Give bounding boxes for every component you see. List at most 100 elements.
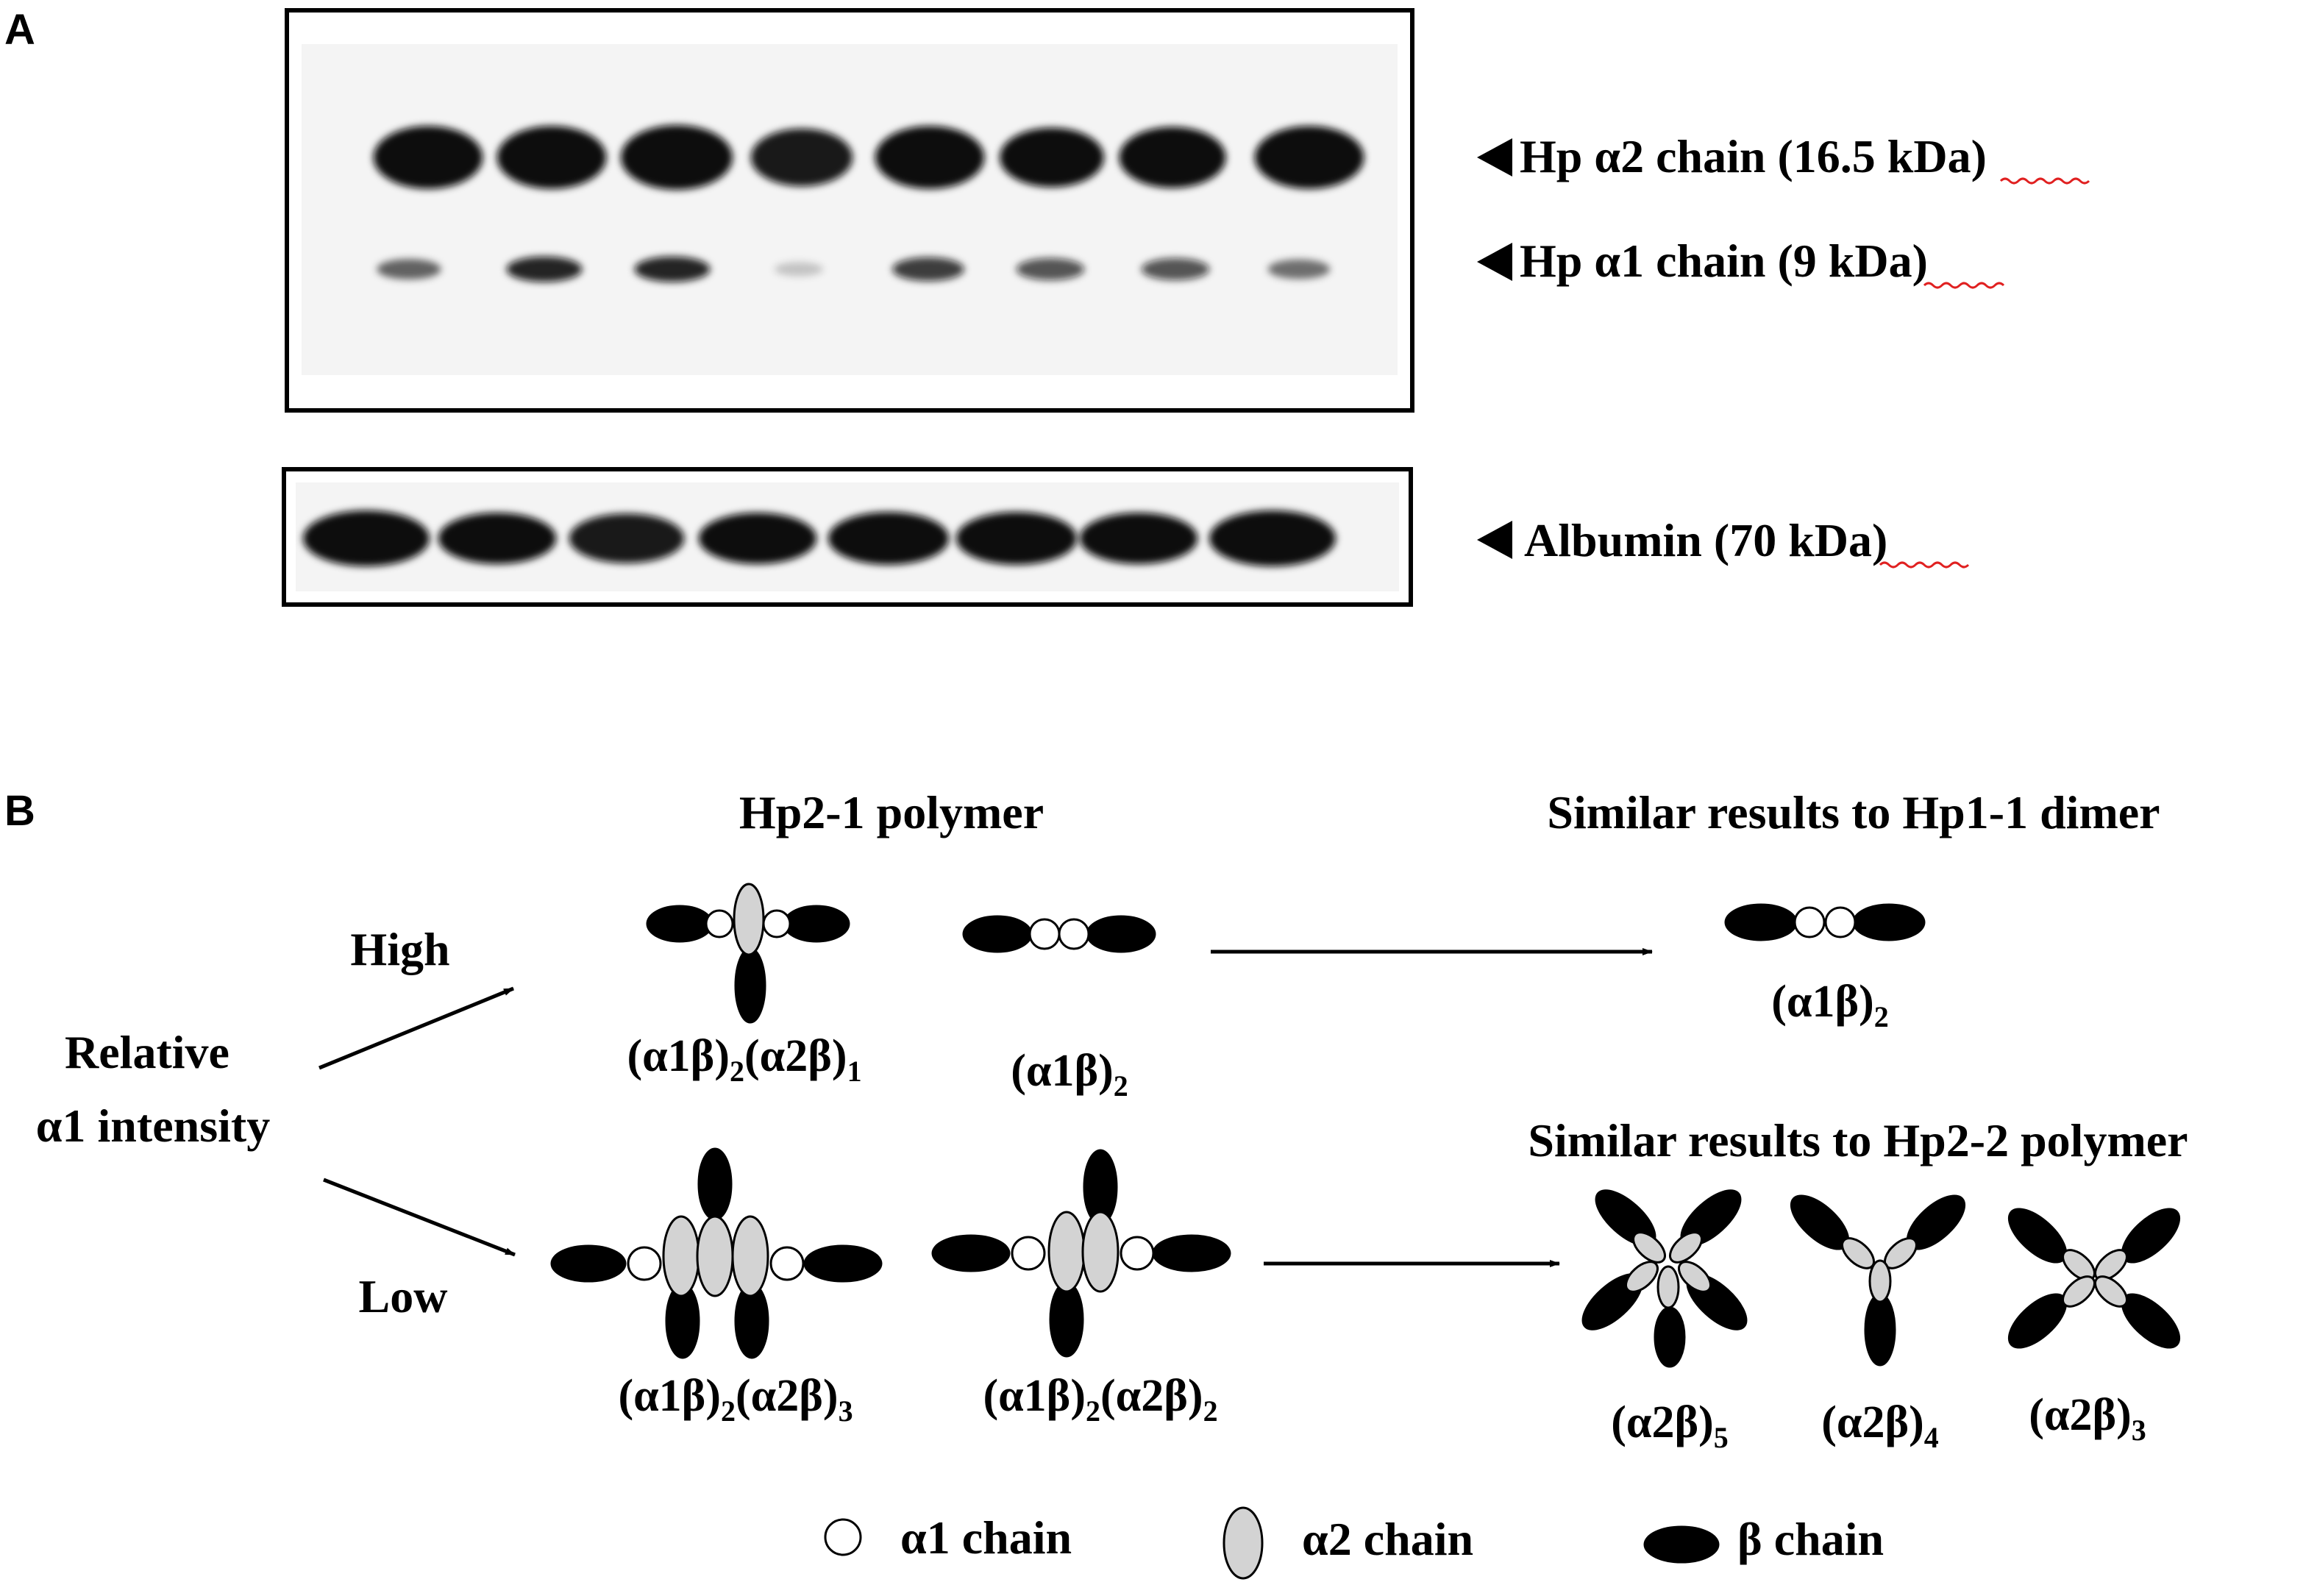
alpha2-band-4 <box>750 128 853 187</box>
alpha2-chain-icon <box>1678 1261 1712 1293</box>
albumin-band-8 <box>1209 510 1336 566</box>
alpha2-chain-icon <box>1625 1261 1659 1293</box>
alpha1-chain-icon <box>762 909 791 938</box>
beta-chain-icon <box>1152 1234 1231 1272</box>
alpha1-band-row <box>377 256 1331 282</box>
spellcheck-squiggle <box>1999 177 2090 185</box>
alpha1-chain-icon <box>705 909 734 938</box>
alpha2-band-6 <box>1000 127 1104 188</box>
hp-blot-membrane <box>302 44 1398 375</box>
molecule-a1b2-a2b1 <box>646 883 850 1024</box>
alpha2-band-3 <box>621 125 733 190</box>
molecule-a2b4 <box>1790 1194 1966 1367</box>
alpha1-chain-icon <box>1028 918 1061 950</box>
molecule-hp11-dimer <box>1724 903 1926 941</box>
formula-a1b2: (α1β)2 <box>1011 1046 1128 1102</box>
albumin-band-1 <box>303 510 430 566</box>
alpha1-chain-icon <box>627 1246 662 1281</box>
relative-label-line1: Relative <box>65 1026 229 1078</box>
alpha2-chain-icon <box>1047 1211 1086 1293</box>
panel-a-letter: A <box>4 6 35 54</box>
beta-chain-icon <box>734 947 766 1024</box>
spellcheck-squiggle <box>1923 282 2005 289</box>
molecule-a2b5 <box>1581 1189 1748 1368</box>
low-label: Low <box>359 1270 448 1322</box>
beta-chain-icon <box>1724 903 1798 941</box>
formula-a1b2-a2b3: (α1β)2(α2β)3 <box>618 1371 853 1428</box>
alpha1-band-3 <box>634 256 711 282</box>
alpha2-chain-icon <box>1868 1259 1892 1303</box>
albumin-label-text: Albumin (70 kDa) <box>1524 514 1887 566</box>
albumin-band-7 <box>1079 513 1198 564</box>
alpha2-band-8 <box>1254 126 1364 189</box>
formula-a2b4: (α2β)4 <box>1821 1397 1939 1454</box>
relative-label-line2: α1 intensity <box>36 1100 270 1152</box>
alpha1-chain-icon <box>1011 1236 1046 1271</box>
spellcheck-squiggle <box>1879 561 1970 569</box>
alpha2-chain-icon <box>1632 1231 1666 1264</box>
alpha1-band-8 <box>1267 259 1331 279</box>
alpha1-band-1 <box>377 259 441 279</box>
beta-chain-icon <box>931 1234 1011 1272</box>
beta-chain-icon <box>1086 915 1156 953</box>
alpha2-chain-icon <box>662 1215 700 1297</box>
alpha2-band-row <box>373 125 1364 190</box>
alpha2-chain-icon <box>733 883 765 956</box>
legend-beta-label: β chain <box>1737 1513 1884 1565</box>
low-arrow <box>323 1178 516 1257</box>
albumin-blot <box>282 467 1413 607</box>
alpha1-label: Hp α1 chain (9 kDa) <box>1477 235 1928 287</box>
beta-chain-icon <box>1049 1281 1084 1358</box>
alpha2-chain-icon <box>1081 1211 1120 1293</box>
alpha1-pointer-icon <box>1477 243 1512 281</box>
hp21-polymer-title: Hp2-1 polymer <box>739 786 1044 838</box>
alpha2-band-1 <box>373 126 483 189</box>
alpha1-chain-icon <box>1824 906 1857 938</box>
alpha2-chain-icon <box>1656 1265 1680 1309</box>
beta-chain-icon <box>1852 903 1926 941</box>
formula-a1b2-a2b2: (α1β)2(α2β)2 <box>983 1371 1217 1428</box>
molecule-a2b3 <box>2007 1208 2181 1349</box>
alpha2-band-5 <box>875 126 985 189</box>
alpha1-label-text: Hp α1 chain (9 kDa) <box>1520 235 1928 287</box>
beta-chain-icon <box>803 1244 883 1283</box>
similar-hp11-title: Similar results to Hp1-1 dimer <box>1547 786 2160 838</box>
albumin-band-6 <box>955 512 1078 565</box>
hp-alpha-blot <box>285 8 1414 413</box>
alpha1-band-4 <box>774 262 824 277</box>
alpha2-label-text: Hp α2 chain (16.5 kDa) <box>1520 130 1987 182</box>
alpha1-chain-icon <box>1058 918 1090 950</box>
albumin-band-2 <box>438 513 557 564</box>
formula-a1b2-a2b1: (α1β)2(α2β)1 <box>627 1031 861 1088</box>
albumin-band-row <box>303 510 1336 566</box>
alpha1-chain-icon <box>824 1518 862 1556</box>
molecule-a1b2 <box>962 915 1156 953</box>
albumin-pointer-icon <box>1477 521 1512 559</box>
albumin-band-3 <box>569 513 685 563</box>
high-label: High <box>350 923 449 975</box>
alpha2-chain-icon <box>731 1215 769 1297</box>
alpha1-band-2 <box>506 256 583 282</box>
panel-b-letter: B <box>4 787 35 835</box>
legend-alpha2-label: α2 chain <box>1302 1513 1473 1565</box>
alpha1-chain-icon <box>769 1246 805 1281</box>
beta-chain-icon <box>1643 1525 1720 1564</box>
alpha2-chain-icon <box>2094 1275 2128 1308</box>
formula-a2b5: (α2β)5 <box>1611 1397 1729 1454</box>
beta-chain-icon <box>550 1244 627 1283</box>
alpha1-band-6 <box>1016 257 1085 281</box>
alpha1-band-7 <box>1141 257 1210 281</box>
albumin-band-5 <box>828 512 950 565</box>
alpha2-label: Hp α2 chain (16.5 kDa) <box>1477 130 1987 182</box>
beta-chain-icon <box>697 1147 733 1221</box>
alpha2-chain-icon <box>2062 1275 2096 1308</box>
molecule-a1b2-a2b3 <box>550 1147 883 1359</box>
formula-a2b3: (α2β)3 <box>2029 1390 2146 1447</box>
alpha1-band-5 <box>892 257 964 282</box>
beta-chain-icon <box>1864 1293 1896 1367</box>
molecule-a1b2-a2b2 <box>931 1149 1231 1358</box>
similar-hp22-title: Similar results to Hp2-2 polymer <box>1528 1114 2188 1166</box>
beta-chain-icon <box>646 905 713 943</box>
alpha2-band-7 <box>1119 127 1226 188</box>
